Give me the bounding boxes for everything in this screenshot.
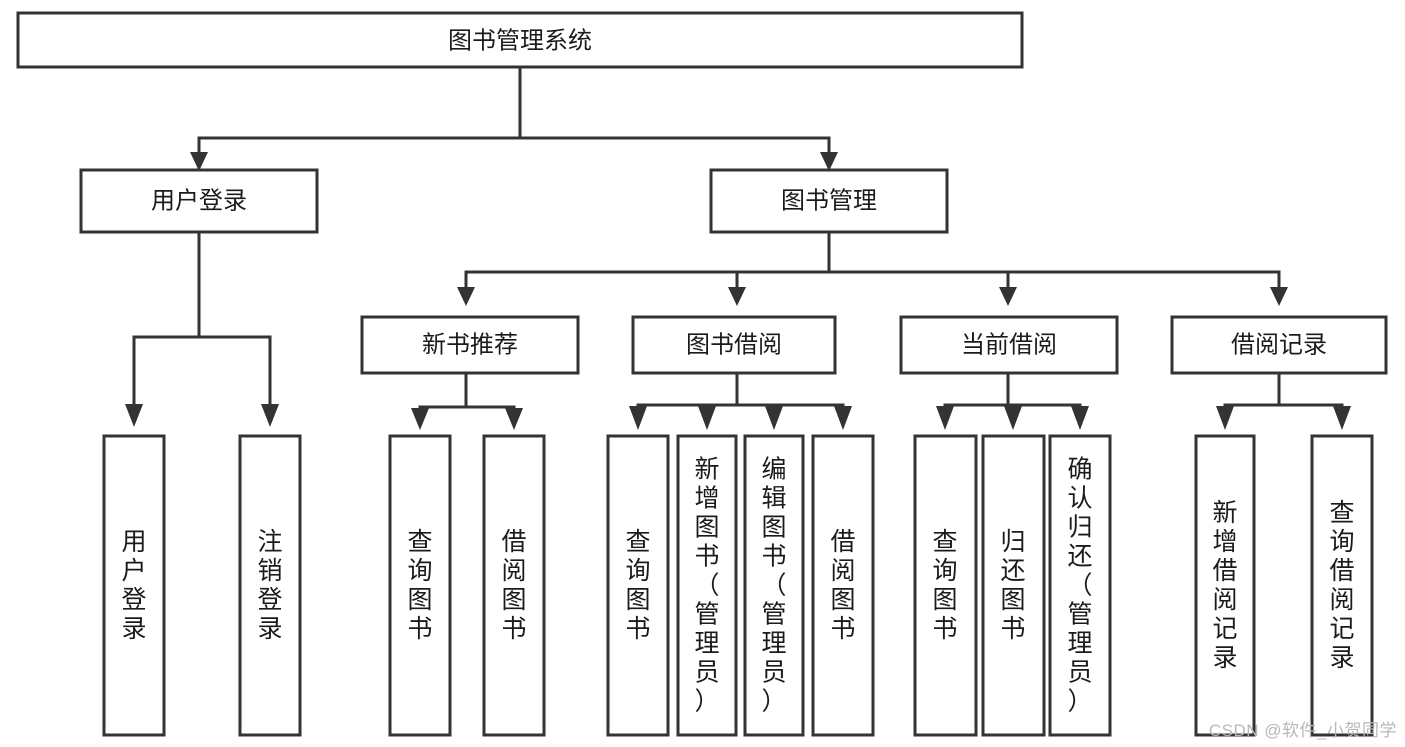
arrow-head-leaf-user-login [125,404,143,427]
leaf-node[interactable]: 确认归还（管理员） [1048,434,1112,737]
leaf-bb-edit-book-label: 编辑图书（管理员） [761,456,786,716]
arrow-head-bb-add-book [698,406,716,430]
arrow-head-cb-return-book [1004,406,1022,430]
arrow-head-br-add-record [1216,406,1234,430]
leaf-cb-query-book-box[interactable] [913,434,978,737]
leaf-node[interactable]: 归还图书 [981,434,1046,737]
node-book-management[interactable]: 图书管理 [709,168,949,234]
arrow-head-nb-borrow-book [505,408,523,430]
arrow-head-bb-edit-book [765,406,783,430]
node-new-book-recommend-box[interactable] [360,315,580,375]
csdn-watermark: CSDN @软件_小贺同学 [1208,721,1397,740]
node-book-borrow[interactable]: 图书借阅 [631,315,837,375]
leaf-node-layer: 用户登录 注销登录 查询图书 借阅图书 查询图书 新增图书（管理员） [102,434,1374,737]
arrow-head-book-mgmt [820,152,838,171]
leaf-nb-borrow-book-box[interactable] [482,434,546,737]
leaf-nb-query-book-box[interactable] [388,434,452,737]
leaf-node[interactable]: 查询借阅记录 [1310,434,1374,737]
arrow-head-cb-query-book [936,406,954,430]
arrow-head-borrow-record [1270,287,1288,306]
node-book-management-label: 图书管理 [781,187,877,214]
leaf-bb-query-book-box[interactable] [606,434,670,737]
arrow-head-cb-confirm-return [1071,406,1089,430]
leaf-node[interactable]: 编辑图书（管理员） [743,434,805,737]
leaf-bb-edit-book-box[interactable] [743,434,805,737]
node-book-management-box[interactable] [709,168,949,234]
leaf-nb-borrow-book-label: 借阅图书 [501,528,526,643]
node-user-login[interactable]: 用户登录 [79,168,319,234]
leaf-user-login-box[interactable] [102,434,166,737]
arrow-head-leaf-logout [261,404,279,427]
leaf-node[interactable]: 新增借阅记录 [1194,434,1256,737]
leaf-user-login-label: 用户登录 [121,528,146,643]
leaf-br-add-record-label: 新增借阅记录 [1212,499,1237,672]
leaf-br-query-record-box[interactable] [1310,434,1374,737]
leaf-node[interactable]: 查询图书 [913,434,978,737]
arrow-head-user-login [190,152,208,171]
leaf-bb-query-book-label: 查询图书 [625,528,650,643]
node-root-label: 图书管理系统 [448,27,592,54]
arrow-head-br-query-record [1333,406,1351,430]
arrow-head-bb-query-book [629,406,647,430]
leaf-cb-confirm-return-box[interactable] [1048,434,1112,737]
leaf-bb-add-book-label: 新增图书（管理员） [694,456,719,716]
leaf-logout-box[interactable] [238,434,302,737]
node-user-login-box[interactable] [79,168,319,234]
arrow-head-nb-query-book [411,408,429,430]
arrow-head-borrow-book [728,287,746,306]
node-new-book-recommend-label: 新书推荐 [422,331,518,358]
node-current-borrow[interactable]: 当前借阅 [899,315,1119,375]
leaf-cb-confirm-return-label: 确认归还（管理员） [1067,456,1092,716]
leaf-logout-label: 注销登录 [257,528,282,643]
node-borrow-record-label: 借阅记录 [1231,331,1327,358]
leaf-nb-query-book-label: 查询图书 [407,528,432,643]
arrow-head-current-borrow [999,287,1017,306]
leaf-bb-borrow-book-box[interactable] [811,434,875,737]
node-user-login-label: 用户登录 [151,187,247,214]
node-root-box[interactable] [16,11,1024,69]
connector-layer [125,65,1351,430]
node-root[interactable]: 图书管理系统 [16,11,1024,69]
leaf-node[interactable]: 借阅图书 [482,434,546,737]
node-borrow-record[interactable]: 借阅记录 [1170,315,1388,375]
leaf-node[interactable]: 用户登录 [102,434,166,737]
leaf-node[interactable]: 查询图书 [606,434,670,737]
leaf-node[interactable]: 借阅图书 [811,434,875,737]
arrow-head-new-book [457,287,475,306]
leaf-cb-return-book-box[interactable] [981,434,1046,737]
leaf-bb-borrow-book-label: 借阅图书 [830,528,855,643]
leaf-node[interactable]: 注销登录 [238,434,302,737]
node-book-borrow-box[interactable] [631,315,837,375]
node-book-borrow-label: 图书借阅 [686,331,782,358]
leaf-cb-return-book-label: 归还图书 [1000,528,1025,643]
node-borrow-record-box[interactable] [1170,315,1388,375]
leaf-br-add-record-box[interactable] [1194,434,1256,737]
leaf-br-query-record-label: 查询借阅记录 [1329,499,1354,672]
leaf-cb-query-book-label: 查询图书 [932,528,957,643]
arrow-head-bb-borrow-book [834,406,852,430]
node-current-borrow-box[interactable] [899,315,1119,375]
node-new-book-recommend[interactable]: 新书推荐 [360,315,580,375]
leaf-node[interactable]: 查询图书 [388,434,452,737]
leaf-bb-add-book-box[interactable] [676,434,738,737]
leaf-node[interactable]: 新增图书（管理员） [676,434,738,737]
node-current-borrow-label: 当前借阅 [961,331,1057,358]
